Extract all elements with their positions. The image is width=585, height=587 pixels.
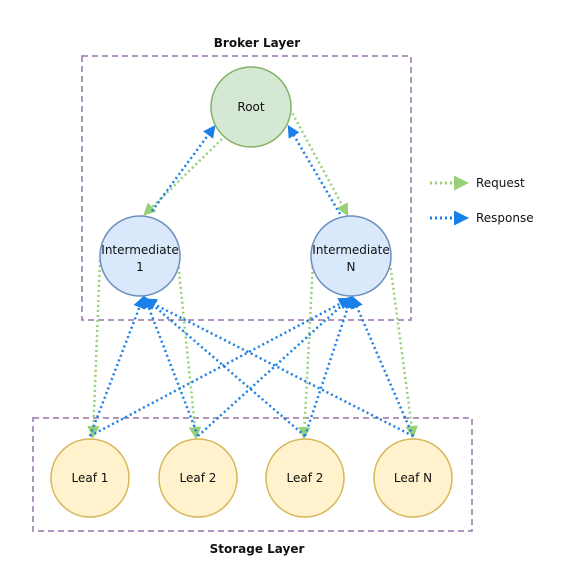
edge-response-leaf-1-to-intermediate-1: [88, 295, 146, 437]
edge-response-leaf-n-to-intermediate-n: [351, 295, 415, 437]
edge-response-leaf-2b-to-intermediate-n: [303, 295, 354, 437]
edge-request-intermediate-1-to-leaf-1: [87, 259, 102, 439]
edge-response-leaf-1-to-intermediate-n: [89, 297, 352, 438]
intermediate-n-node: Intermediate N: [310, 215, 392, 297]
leaf-2b-label: Leaf 2: [287, 471, 324, 485]
intermediate-1-label-line1: Intermediate: [101, 243, 178, 257]
broker-layer-box: [81, 55, 412, 321]
edges-group: [87, 108, 418, 440]
leaf-1-label: Leaf 1: [72, 471, 109, 485]
leaf-2a-node: Leaf 2: [158, 438, 238, 518]
edge-response-leaf-2a-to-intermediate-n: [197, 296, 352, 437]
intermediate-n-label-line2: N: [347, 260, 356, 274]
legend-response-label: Response: [476, 211, 534, 225]
intermediate-1-node: Intermediate 1: [99, 215, 181, 297]
edge-request-intermediate-n-to-leaf-n: [388, 262, 418, 439]
edge-request-root-to-intermediate-1: [143, 138, 223, 216]
legend: Request Response: [430, 175, 534, 226]
intermediate-n-label-line1: Intermediate: [312, 243, 389, 257]
leaf-1-node: Leaf 1: [50, 438, 130, 518]
leaf-n-label: Leaf N: [394, 471, 432, 485]
edge-response-intermediate-1-to-root: [150, 124, 216, 212]
edge-request-intermediate-n-to-leaf-2b: [298, 261, 315, 440]
broker-layer-title: Broker Layer: [214, 36, 301, 50]
leaf-n-node: Leaf N: [373, 438, 453, 518]
root-label: Root: [237, 100, 264, 114]
edge-request-intermediate-1-to-leaf-2a: [176, 261, 202, 440]
leaf-2b-node: Leaf 2: [265, 438, 345, 518]
root-node: Root: [210, 66, 292, 148]
legend-request-label: Request: [476, 176, 525, 190]
storage-layer-box: [32, 417, 473, 532]
intermediate-1-label-line2: 1: [136, 260, 144, 274]
edge-response-intermediate-n-to-root: [287, 124, 342, 215]
storage-layer-title: Storage Layer: [210, 542, 305, 556]
leaf-2a-label: Leaf 2: [180, 471, 217, 485]
edge-request-root-to-intermediate-n: [288, 108, 349, 217]
